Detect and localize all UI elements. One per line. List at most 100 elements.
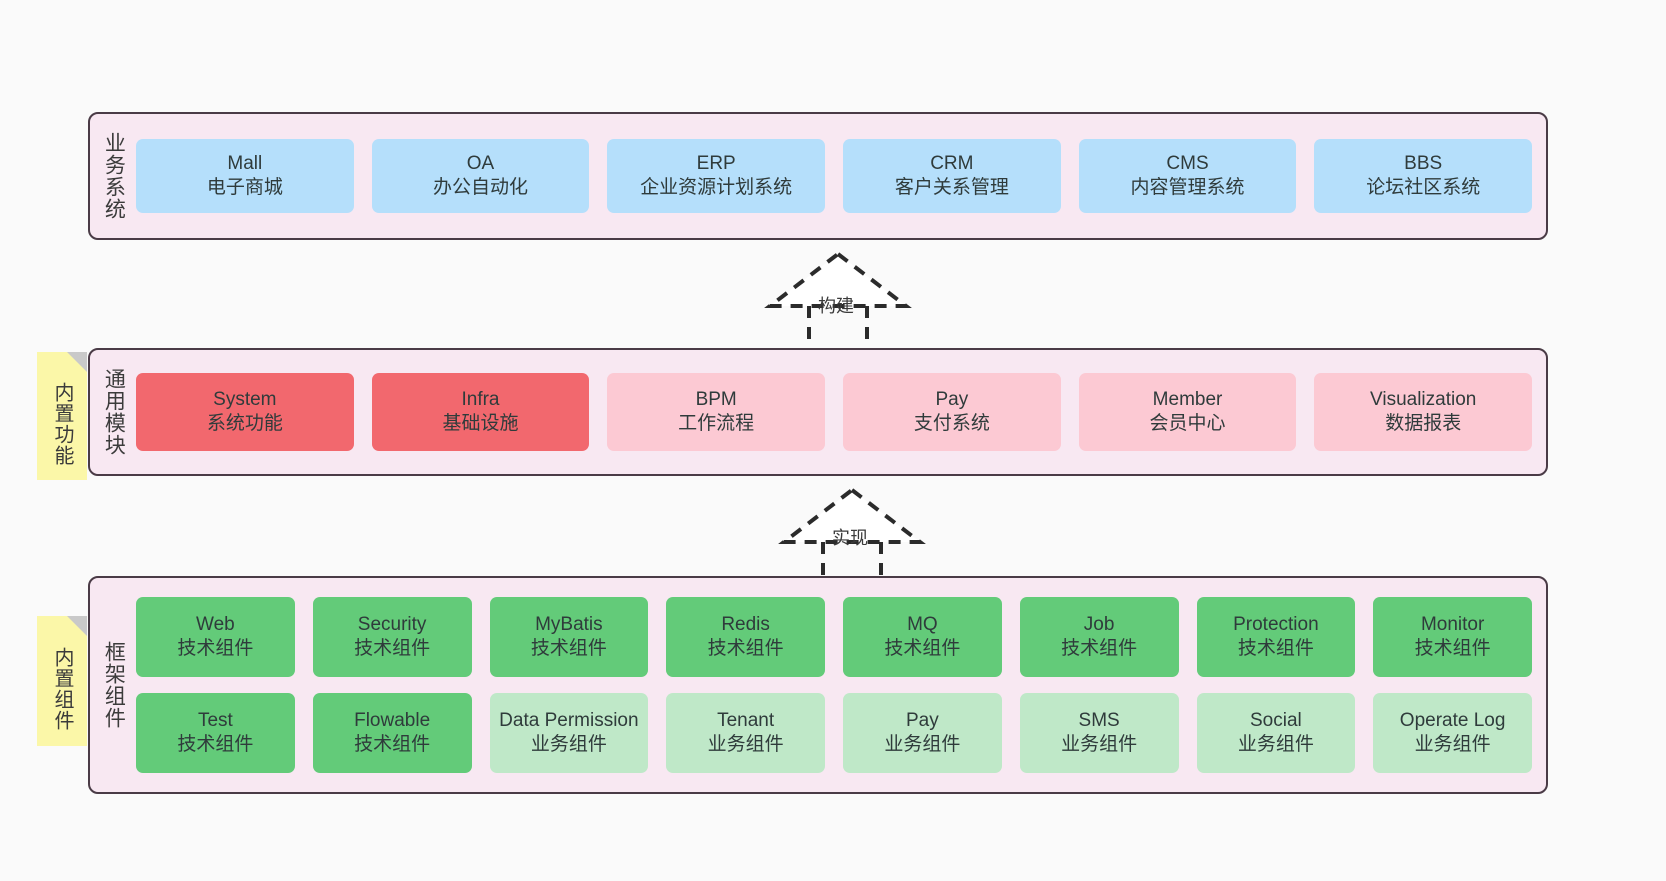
node-operate-log[interactable]: Operate Log 业务组件 — [1373, 693, 1532, 773]
node-bpm-desc: 工作流程 — [678, 413, 755, 434]
node-sms-desc: 业务组件 — [1061, 734, 1138, 755]
node-operate-log-name: Operate Log — [1399, 710, 1506, 732]
node-protection-desc: 技术组件 — [1237, 638, 1314, 659]
node-web-desc: 技术组件 — [177, 638, 254, 659]
node-redis-name: Redis — [721, 614, 770, 636]
layer-business-systems: 业务系统 Mall 电子商城 OA 办公自动化 ERP 企业资源计划系统 CRM… — [88, 112, 1548, 240]
node-bpm[interactable]: BPM 工作流程 — [607, 373, 826, 451]
node-erp-name: ERP — [696, 153, 736, 175]
node-operate-log-desc: 业务组件 — [1414, 734, 1491, 755]
layer-body-business: Mall 电子商城 OA 办公自动化 ERP 企业资源计划系统 CRM 客户关系… — [136, 114, 1546, 238]
node-tenant[interactable]: Tenant 业务组件 — [666, 693, 825, 773]
node-pay-module-name: Pay — [935, 389, 969, 411]
node-crm-desc: 客户关系管理 — [894, 177, 1009, 198]
node-mq-name: MQ — [907, 614, 938, 636]
node-visualization-name: Visualization — [1370, 389, 1477, 411]
node-member-name: Member — [1152, 389, 1223, 411]
node-social[interactable]: Social 业务组件 — [1196, 693, 1356, 773]
connector-implement-label: 实现 — [832, 528, 868, 548]
common-row: System 系统功能 Infra 基础设施 BPM 工作流程 Pay 支付系统… — [136, 373, 1533, 451]
note-builtin-component: 内置组件 — [37, 616, 87, 746]
layer-body-common: System 系统功能 Infra 基础设施 BPM 工作流程 Pay 支付系统… — [136, 350, 1546, 474]
node-mall-name: Mall — [227, 153, 263, 175]
node-monitor[interactable]: Monitor 技术组件 — [1373, 597, 1532, 677]
node-test-desc: 技术组件 — [177, 734, 254, 755]
connector-build-arrow — [758, 250, 918, 346]
node-protection[interactable]: Protection 技术组件 — [1196, 597, 1356, 677]
node-bpm-name: BPM — [695, 389, 737, 411]
node-redis-desc: 技术组件 — [707, 638, 784, 659]
node-oa[interactable]: OA 办公自动化 — [371, 139, 590, 213]
node-social-name: Social — [1250, 710, 1302, 732]
node-flowable-desc: 技术组件 — [354, 734, 431, 755]
node-member[interactable]: Member 会员中心 — [1078, 373, 1297, 451]
layer-common-modules: 通用模块 System 系统功能 Infra 基础设施 BPM 工作流程 Pay… — [88, 348, 1548, 476]
node-security[interactable]: Security 技术组件 — [312, 597, 472, 677]
node-bbs[interactable]: BBS 论坛社区系统 — [1314, 139, 1533, 213]
node-tenant-desc: 业务组件 — [707, 734, 784, 755]
node-mq-desc: 技术组件 — [884, 638, 961, 659]
node-infra-desc: 基础设施 — [442, 413, 519, 434]
node-data-permission[interactable]: Data Permission 业务组件 — [489, 693, 649, 773]
node-redis[interactable]: Redis 技术组件 — [666, 597, 825, 677]
node-tenant-name: Tenant — [717, 710, 775, 732]
node-protection-name: Protection — [1233, 614, 1319, 636]
framework-row-2: Test 技术组件 Flowable 技术组件 Data Permission … — [136, 693, 1532, 773]
layer-framework-components: 框架组件 Web 技术组件 Security 技术组件 MyBatis 技术组件… — [88, 576, 1548, 794]
node-crm[interactable]: CRM 客户关系管理 — [843, 139, 1061, 213]
node-data-permission-name: Data Permission — [499, 710, 639, 732]
node-monitor-name: Monitor — [1420, 614, 1485, 636]
node-pay-module[interactable]: Pay 支付系统 — [843, 373, 1061, 451]
node-cms-desc: 内容管理系统 — [1130, 177, 1245, 198]
node-cms-name: CMS — [1166, 153, 1209, 175]
node-infra-name: Infra — [461, 389, 500, 411]
node-erp-desc: 企业资源计划系统 — [640, 177, 793, 198]
node-cms[interactable]: CMS 内容管理系统 — [1078, 139, 1297, 213]
node-flowable-name: Flowable — [354, 710, 431, 732]
node-mybatis[interactable]: MyBatis 技术组件 — [489, 597, 649, 677]
node-bbs-name: BBS — [1404, 153, 1443, 175]
node-oa-name: OA — [466, 153, 495, 175]
node-visualization[interactable]: Visualization 数据报表 — [1314, 373, 1533, 451]
node-social-desc: 业务组件 — [1237, 734, 1314, 755]
node-test[interactable]: Test 技术组件 — [136, 693, 295, 773]
layer-title-common: 通用模块 — [102, 368, 126, 456]
connector-implement-arrow — [772, 486, 932, 582]
node-pay-component[interactable]: Pay 业务组件 — [843, 693, 1002, 773]
node-sms[interactable]: SMS 业务组件 — [1019, 693, 1179, 773]
node-data-permission-desc: 业务组件 — [530, 734, 607, 755]
layer-title-framework: 框架组件 — [102, 641, 126, 729]
node-job-desc: 技术组件 — [1061, 638, 1138, 659]
layer-title-business: 业务系统 — [102, 132, 126, 220]
node-sms-name: SMS — [1078, 710, 1120, 732]
node-visualization-desc: 数据报表 — [1385, 413, 1462, 434]
node-mall-desc: 电子商城 — [206, 177, 283, 198]
node-job[interactable]: Job 技术组件 — [1019, 597, 1179, 677]
node-pay-module-desc: 支付系统 — [913, 413, 990, 434]
node-test-name: Test — [197, 710, 233, 732]
connector-build-label: 构建 — [818, 296, 854, 316]
node-web[interactable]: Web 技术组件 — [136, 597, 295, 677]
node-infra[interactable]: Infra 基础设施 — [371, 373, 590, 451]
node-system[interactable]: System 系统功能 — [136, 373, 354, 451]
node-member-desc: 会员中心 — [1149, 413, 1226, 434]
node-bbs-desc: 论坛社区系统 — [1366, 177, 1481, 198]
node-security-desc: 技术组件 — [354, 638, 431, 659]
node-security-name: Security — [357, 614, 427, 636]
note-builtin-function: 内置功能 — [37, 352, 87, 480]
business-row: Mall 电子商城 OA 办公自动化 ERP 企业资源计划系统 CRM 客户关系… — [136, 139, 1533, 213]
node-job-name: Job — [1083, 614, 1115, 636]
node-mybatis-desc: 技术组件 — [530, 638, 607, 659]
node-erp[interactable]: ERP 企业资源计划系统 — [607, 139, 826, 213]
node-system-name: System — [213, 389, 277, 411]
node-mall[interactable]: Mall 电子商城 — [136, 139, 354, 213]
node-system-desc: 系统功能 — [206, 413, 283, 434]
node-oa-desc: 办公自动化 — [433, 177, 529, 198]
layer-body-framework: Web 技术组件 Security 技术组件 MyBatis 技术组件 Redi… — [136, 578, 1546, 792]
node-mybatis-name: MyBatis — [535, 614, 603, 636]
node-mq[interactable]: MQ 技术组件 — [843, 597, 1002, 677]
node-web-name: Web — [196, 614, 235, 636]
framework-row-1: Web 技术组件 Security 技术组件 MyBatis 技术组件 Redi… — [136, 597, 1532, 677]
node-flowable[interactable]: Flowable 技术组件 — [312, 693, 472, 773]
